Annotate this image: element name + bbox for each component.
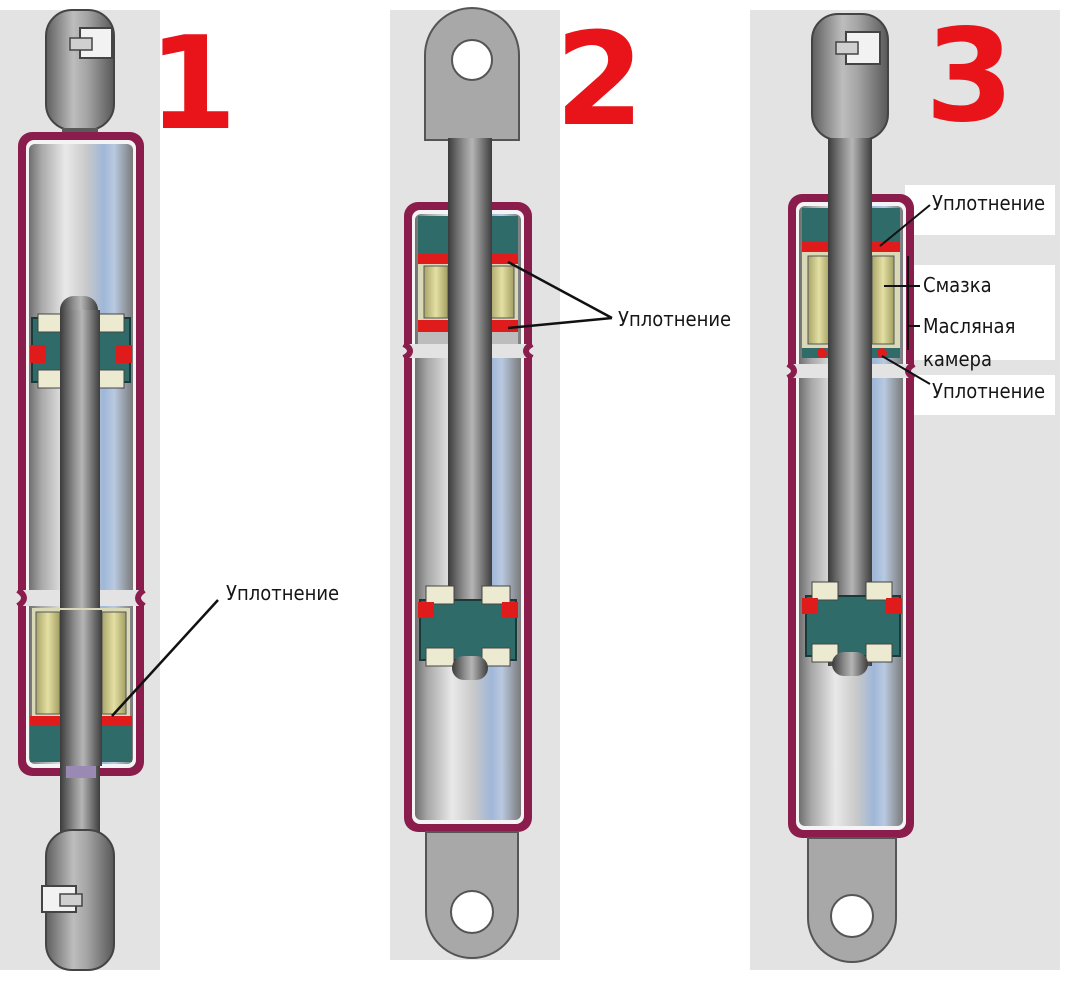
- label-seal-spring-3-top: Уплотнение: [932, 191, 1045, 215]
- spring-3-rod: [828, 138, 872, 666]
- spring-3-top-end-fitting: [811, 13, 889, 141]
- gas-spring-2: [402, 7, 613, 959]
- spring-2-seal-leader-lower: [507, 316, 613, 330]
- gas-spring-1: [16, 9, 219, 971]
- spring-3-piston: [802, 581, 902, 676]
- label-number-2: 2: [555, 6, 644, 155]
- label-number-1: 1: [148, 10, 237, 159]
- label-seal-spring-2: Уплотнение: [618, 307, 731, 331]
- label-seal-spring-3-bottom: Уплотнение: [932, 379, 1045, 403]
- label-number-3: 3: [925, 2, 1014, 151]
- spring-2-bottom-eye-fitting: [425, 831, 519, 959]
- spring-2-rod: [448, 138, 492, 666]
- label-grease: Смазка: [923, 273, 992, 297]
- spring-1-top-end-fitting: [45, 9, 115, 134]
- spring-2-seal-leader-upper: [507, 260, 613, 320]
- spring-1-seal-leader: [111, 599, 219, 717]
- spring-1-bottom-end-fitting: [41, 829, 115, 971]
- spring-3-bottom-eye-fitting: [807, 837, 897, 963]
- spring-2-piston: [418, 585, 518, 680]
- label-seal-spring-1: Уплотнение: [226, 581, 339, 605]
- spring-3-seal-top-leader: [879, 204, 931, 247]
- spring-1-seal-assembly: [30, 608, 132, 778]
- spring-3-seal-bottom-leader: [881, 355, 931, 385]
- spring-2-top-eye-fitting: [424, 7, 520, 141]
- gas-spring-3: [786, 13, 931, 963]
- label-oil-chamber-line1: Масляная: [923, 314, 1015, 338]
- label-oil-chamber-line2: камера: [923, 347, 992, 371]
